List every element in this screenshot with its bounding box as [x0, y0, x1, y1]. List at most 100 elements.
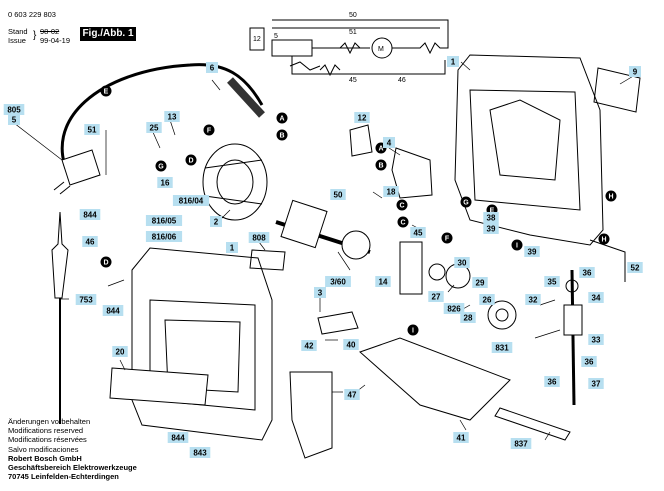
plug [53, 149, 101, 195]
section-marker: C [397, 216, 409, 228]
part-callout-label: 844 [83, 211, 97, 220]
footer-line: Modifications réservées [8, 435, 87, 445]
circuit-label-M: M [378, 46, 384, 53]
part-callout: 12 [354, 112, 370, 123]
part-callout-box [164, 111, 180, 122]
part-callout-label: 36 [548, 378, 557, 387]
part-callout-label: 47 [348, 391, 357, 400]
part-callout: 36 [544, 376, 560, 387]
section-marker-label: F [207, 128, 212, 135]
part-callout: 837 [510, 438, 532, 449]
section-marker: D [100, 256, 112, 268]
part-callout-box [375, 276, 391, 287]
part-callout-label: 5 [12, 116, 17, 125]
part-callout-label: 51 [88, 126, 97, 135]
part-callout-label: 837 [514, 440, 528, 449]
section-marker-label: C [399, 203, 404, 210]
part-callout-label: 831 [495, 344, 509, 353]
part-callout: 38 [483, 212, 499, 223]
part-callout-box [410, 227, 426, 238]
part-callout-box [453, 432, 469, 443]
part-callout: 35 [544, 276, 560, 287]
part-callout-label: 14 [379, 278, 388, 287]
section-marker: B [375, 159, 387, 171]
part-callout-label: 45 [414, 229, 423, 238]
circuit-label-46: 46 [398, 77, 406, 84]
part-callout-box [588, 378, 604, 389]
part-callout-label: 40 [347, 341, 356, 350]
part-callout: 28 [460, 312, 476, 323]
part-callout-label: 2 [214, 218, 219, 227]
guide-47 [289, 371, 333, 459]
part-callout-box [443, 303, 465, 314]
new-date: 99-04-19 [40, 36, 71, 45]
cover-20 [109, 367, 209, 406]
part-callout: 27 [428, 291, 444, 302]
footer-address: 70745 Leinfelden-Echterdingen [8, 472, 119, 482]
part-callout: 37 [588, 378, 604, 389]
circuit-label-45: 45 [349, 77, 357, 84]
part-callout-label: 33 [592, 336, 601, 345]
section-marker-label: D [103, 260, 108, 267]
circuit-schematic [249, 19, 449, 77]
part-callout-label: 816/05 [152, 217, 177, 226]
part-callout: 5 [8, 114, 20, 125]
section-marker-label: A [378, 146, 383, 153]
section-marker-label: C [400, 220, 405, 227]
part-callout: 40 [343, 339, 359, 350]
section-marker: B [276, 129, 288, 141]
part-callout-label: 32 [529, 296, 538, 305]
part-callout: 51 [84, 124, 100, 135]
part-callout-box [579, 267, 595, 278]
section-marker: D [185, 154, 197, 166]
part-callout: 34 [588, 292, 604, 303]
saw-blade-837 [494, 407, 571, 441]
part-callout-box [544, 376, 560, 387]
part-callout-box [588, 334, 604, 345]
switch-button [349, 124, 373, 157]
part-callout-label: 28 [464, 314, 473, 323]
section-marker-circle [598, 233, 610, 245]
part-callout: 33 [588, 334, 604, 345]
footer-company: Robert Bosch GmbH [8, 453, 82, 463]
part-callout-label: 34 [592, 294, 601, 303]
section-marker-label: I [516, 243, 518, 250]
part-callout: 753 [75, 294, 97, 305]
part-callout-box [454, 257, 470, 268]
part-callout-box [248, 232, 270, 243]
part-callout-label: 36 [583, 269, 592, 278]
base-plate [359, 337, 511, 421]
part-callout: 16 [157, 177, 173, 188]
part-callout: 39 [524, 246, 540, 257]
circuit-label-51: 51 [349, 29, 357, 36]
part-callout-box [483, 223, 499, 234]
circuit-label-5: 5 [274, 33, 278, 40]
part-callout: 13 [164, 111, 180, 122]
part-callout-box [146, 122, 162, 133]
part-callout-box [84, 124, 100, 135]
part-callout: 844 [79, 209, 101, 220]
part-callout-label: 41 [457, 434, 466, 443]
part-callout: 32 [525, 294, 541, 305]
part-callout: 14 [375, 276, 391, 287]
part-callout-box [460, 312, 476, 323]
section-marker: G [155, 160, 167, 172]
part-callout: 41 [453, 432, 469, 443]
power-cable [60, 63, 264, 179]
part-callout-label: 9 [633, 68, 638, 77]
section-marker-circle [396, 199, 408, 211]
part-callout-box [325, 276, 351, 287]
part-callout-label: 826 [447, 305, 461, 314]
part-callout-box [8, 114, 20, 125]
part-callout-label: 52 [631, 264, 640, 273]
gear-train [399, 241, 517, 330]
part-callout-label: 18 [387, 188, 396, 197]
part-callout-label: 844 [171, 434, 185, 443]
section-marker-circle [100, 85, 112, 97]
part-callout-label: 42 [305, 342, 314, 351]
part-callout: 816/05 [145, 215, 183, 226]
part-callout-box [189, 447, 211, 458]
section-marker-label: I [412, 328, 414, 335]
section-marker: F [441, 232, 453, 244]
part-callout-box [483, 212, 499, 223]
